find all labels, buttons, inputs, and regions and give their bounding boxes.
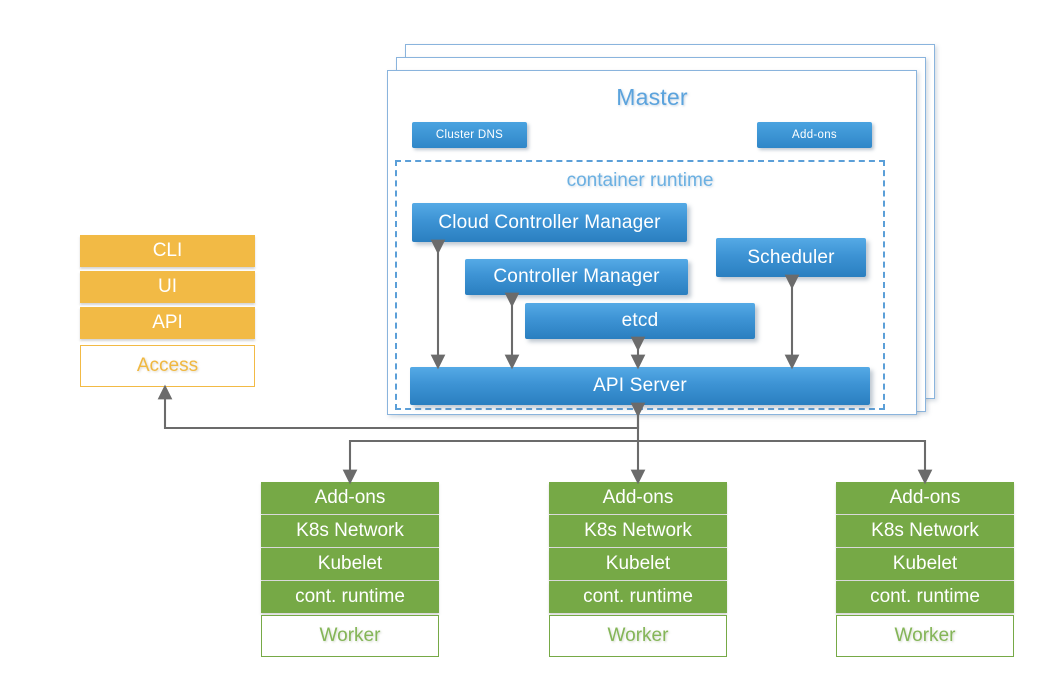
chip-add-ons[interactable]: Add-ons (757, 122, 872, 148)
worker-row-label: cont. runtime (295, 586, 405, 607)
access-row-label: UI (158, 276, 177, 297)
access-row-cli[interactable]: CLI (80, 235, 255, 267)
worker-footer-label: Worker (607, 625, 669, 646)
worker-row-label: K8s Network (584, 520, 692, 541)
worker-row-label: Kubelet (317, 553, 383, 574)
worker-footer-label: Worker (319, 625, 381, 646)
worker-2-row-add-ons[interactable]: Add-ons (549, 482, 727, 514)
component-api-server[interactable]: API Server (410, 367, 870, 405)
worker-row-label: Kubelet (892, 553, 958, 574)
master-title: Master (616, 83, 688, 110)
wire-apiserver-worker-3 (638, 439, 933, 485)
worker-3-row-k8s-network[interactable]: K8s Network (836, 515, 1014, 547)
component-etcd[interactable]: etcd (525, 303, 755, 339)
access-row-label: CLI (152, 240, 183, 261)
component-label: Scheduler (747, 246, 835, 268)
worker-1-row-cont-runtime[interactable]: cont. runtime (261, 581, 439, 613)
access-footer: Access (80, 345, 255, 387)
chip-cluster-dns[interactable]: Cluster DNS (412, 122, 527, 148)
component-scheduler[interactable]: Scheduler (716, 238, 866, 277)
component-label: Cloud Controller Manager (438, 211, 661, 233)
component-controller-manager[interactable]: Controller Manager (465, 259, 688, 295)
access-row-label: API (152, 312, 183, 333)
worker-footer-label: Worker (894, 625, 956, 646)
worker-3-row-cont-runtime[interactable]: cont. runtime (836, 581, 1014, 613)
wire-apiserver-worker-1 (342, 439, 638, 485)
worker-row-label: Add-ons (889, 487, 961, 508)
worker-3-row-add-ons[interactable]: Add-ons (836, 482, 1014, 514)
worker-row-label: cont. runtime (583, 586, 693, 607)
worker-3-footer: Worker (836, 615, 1014, 657)
access-row-ui[interactable]: UI (80, 271, 255, 303)
container-runtime-title: container runtime (566, 170, 714, 191)
component-label: Controller Manager (493, 266, 660, 287)
worker-row-label: K8s Network (296, 520, 404, 541)
worker-row-label: Add-ons (602, 487, 674, 508)
worker-2-row-cont-runtime[interactable]: cont. runtime (549, 581, 727, 613)
worker-1-footer: Worker (261, 615, 439, 657)
worker-row-label: Add-ons (314, 487, 386, 508)
worker-row-label: cont. runtime (870, 586, 980, 607)
worker-1-row-add-ons[interactable]: Add-ons (261, 482, 439, 514)
component-cloud-controller-manager[interactable]: Cloud Controller Manager (412, 203, 687, 242)
worker-2-footer: Worker (549, 615, 727, 657)
access-footer-label: Access (136, 355, 199, 376)
worker-3-row-kubelet[interactable]: Kubelet (836, 548, 1014, 580)
component-label: etcd (621, 310, 659, 331)
worker-2-row-kubelet[interactable]: Kubelet (549, 548, 727, 580)
worker-row-label: Kubelet (605, 553, 671, 574)
access-row-api[interactable]: API (80, 307, 255, 339)
worker-1-row-k8s-network[interactable]: K8s Network (261, 515, 439, 547)
component-label: API Server (593, 375, 687, 396)
worker-1-row-kubelet[interactable]: Kubelet (261, 548, 439, 580)
worker-row-label: K8s Network (871, 520, 979, 541)
worker-2-row-k8s-network[interactable]: K8s Network (549, 515, 727, 547)
